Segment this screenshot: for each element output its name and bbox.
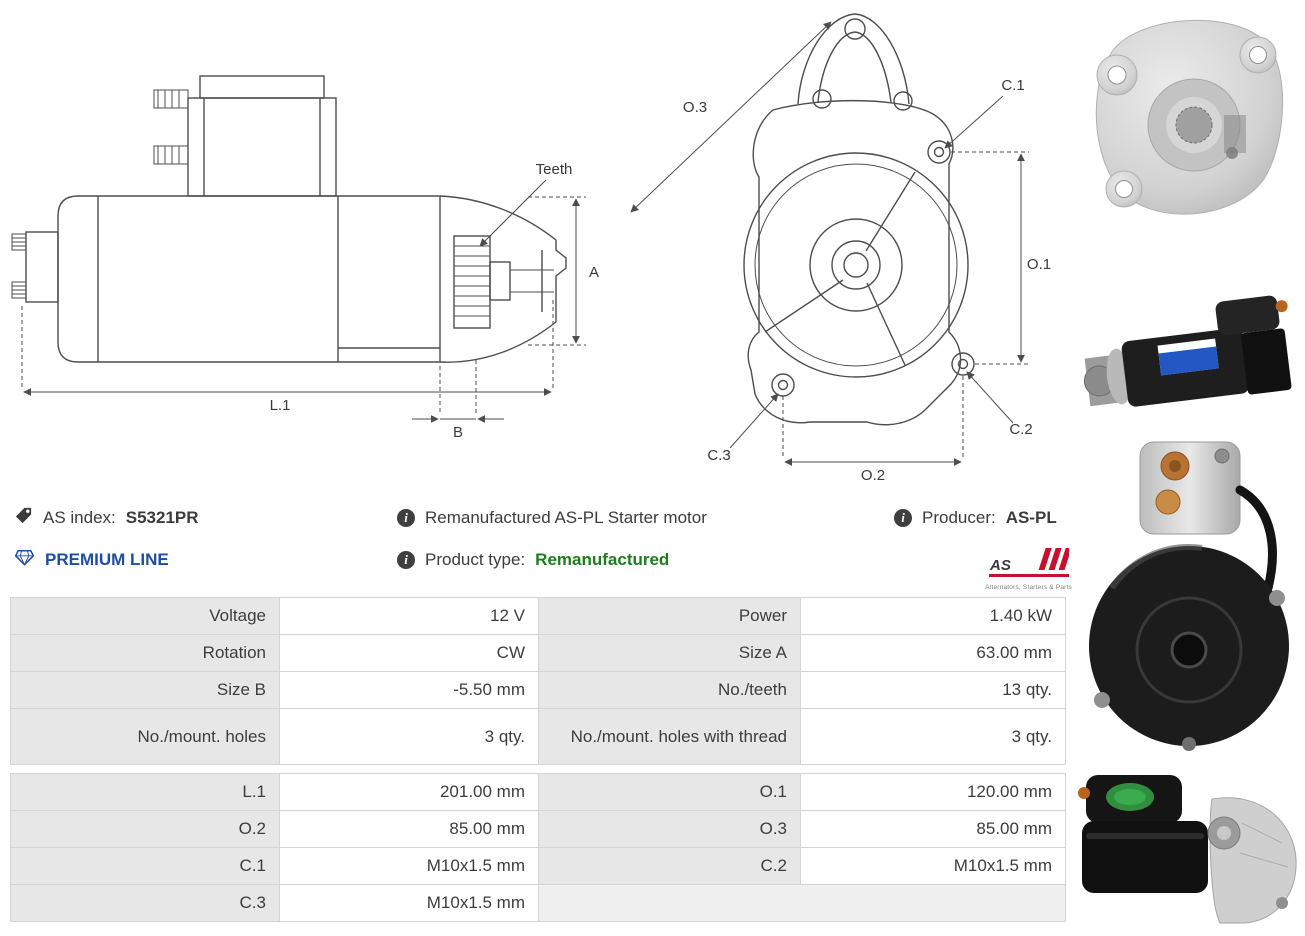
spec-label: No./mount. holes with thread (538, 708, 801, 765)
spec-label: No./teeth (538, 671, 801, 709)
product-type-value: Remanufactured (535, 550, 670, 569)
spec-value: M10x1.5 mm (279, 847, 539, 885)
spec-label: Rotation (10, 634, 280, 672)
dim-label-c1: C.1 (1001, 77, 1024, 94)
spec-value: 3 qty. (279, 708, 539, 765)
product-description: Remanufactured AS-PL Starter motor (425, 508, 707, 527)
spec-label: Size B (10, 671, 280, 709)
spec-value: M10x1.5 mm (279, 884, 539, 922)
spec-value: 12 V (279, 597, 539, 635)
spec-label: L.1 (10, 773, 280, 811)
spec-table: Voltage 12 V Power 1.40 kW Rotation CW S… (10, 597, 1068, 922)
dim-label-c2: C.2 (1009, 421, 1032, 438)
spec-value: 201.00 mm (279, 773, 539, 811)
diamond-icon (14, 549, 35, 571)
info-icon: i (397, 509, 415, 527)
spec-value: -5.50 mm (279, 671, 539, 709)
dim-label-o2: O.2 (861, 467, 885, 484)
product-photo-4[interactable] (1072, 762, 1305, 934)
side-view-drawing: Teeth A L.1 B (11, 75, 599, 441)
producer-label: Producer: (922, 508, 996, 527)
tag-icon (14, 506, 33, 530)
info-icon: i (894, 509, 912, 527)
as-index-value: S5321PR (125, 508, 199, 527)
spec-value: 13 qty. (800, 671, 1066, 709)
spec-value: 3 qty. (800, 708, 1066, 765)
as-index-row: AS index: S5321PR (14, 506, 397, 530)
dim-label-b: B (453, 424, 463, 441)
spec-label: C.2 (538, 847, 801, 885)
spec-label: O.2 (10, 810, 280, 848)
spec-label: Size A (538, 634, 801, 672)
front-view-drawing: O.3 C.1 O.1 C.3 O.2 C.2 (630, 13, 1051, 484)
dim-label-l1: L.1 (270, 397, 291, 414)
premium-line-row: PREMIUM LINE (14, 548, 397, 572)
product-type-label: Product type: (425, 550, 526, 569)
logo-as-text: AS (989, 557, 1011, 574)
dim-label-o3: O.3 (683, 99, 707, 116)
product-photo-3[interactable] (1072, 437, 1305, 757)
producer-value: AS-PL (1005, 508, 1057, 527)
dim-label-o1: O.1 (1027, 256, 1051, 273)
spec-label: C.1 (10, 847, 280, 885)
logo-caption: Alternators, Starters & Parts (985, 584, 1072, 591)
spec-empty-cell (538, 884, 1066, 922)
product-photo-1[interactable] (1072, 2, 1305, 234)
premium-line-label: PREMIUM LINE (45, 550, 169, 569)
dim-label-teeth: Teeth (536, 161, 573, 178)
info-icon: i (397, 551, 415, 569)
product-type-row: i Product type: Remanufactured (397, 548, 894, 572)
product-info-section: AS index: S5321PR PREMIUM LINE i Remanuf… (14, 506, 1072, 591)
spec-value: 120.00 mm (800, 773, 1066, 811)
spec-value: 85.00 mm (800, 810, 1066, 848)
spec-label: O.1 (538, 773, 801, 811)
producer-row: i Producer: AS-PL (894, 506, 1072, 530)
as-index-label: AS index: (43, 508, 116, 527)
spec-label: C.3 (10, 884, 280, 922)
spec-label: No./mount. holes (10, 708, 280, 765)
spec-value: 1.40 kW (800, 597, 1066, 635)
spec-label: O.3 (538, 810, 801, 848)
spec-label: Voltage (10, 597, 280, 635)
spec-value: 63.00 mm (800, 634, 1066, 672)
product-photo-2[interactable] (1072, 283, 1305, 433)
dim-label-c3: C.3 (707, 447, 730, 464)
spec-value: 85.00 mm (279, 810, 539, 848)
aspl-logo: AS Alternators, Starters & Parts (985, 544, 1072, 591)
spec-value: M10x1.5 mm (800, 847, 1066, 885)
description-row: i Remanufactured AS-PL Starter motor (397, 506, 894, 530)
dim-label-a: A (589, 264, 599, 281)
spec-label: Power (538, 597, 801, 635)
spec-value: CW (279, 634, 539, 672)
